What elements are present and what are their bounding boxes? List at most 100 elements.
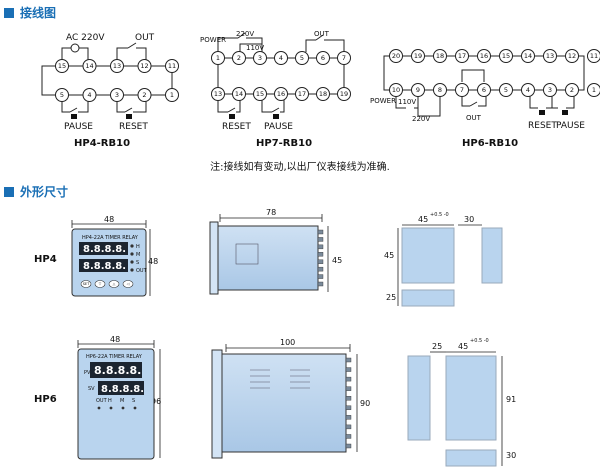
terminal-circle <box>274 87 288 101</box>
terminal-circle <box>411 49 425 63</box>
hp6-out-label: OUT <box>466 114 482 122</box>
hp6-cutout-width-label: 45 <box>458 342 468 351</box>
indicator-label: S <box>136 260 139 266</box>
dimensions-section-title: 外形尺寸 <box>20 185 69 199</box>
hp6-cutout-height-label: 91 <box>506 395 516 404</box>
terminal-number: 2 <box>570 86 574 94</box>
hp4-pv-digits: 8.8.8.8. <box>83 244 126 255</box>
terminal-circle <box>82 59 97 73</box>
indicator-label: OUT <box>136 268 148 274</box>
terminal-number: 13 <box>214 90 222 98</box>
hp4-pause-label: PAUSE <box>64 122 93 132</box>
hp4-model-caption: HP4-RB10 <box>74 138 130 149</box>
terminal-circle <box>565 49 579 63</box>
hp6-sv-display <box>98 381 144 395</box>
panel-button-label: SET <box>83 282 90 286</box>
panel-button[interactable] <box>80 280 92 288</box>
terminal-circle <box>455 83 469 97</box>
terminal-pin <box>345 443 352 449</box>
hp4-wires <box>61 42 147 113</box>
hp4-side-length-label: 78 <box>266 208 276 217</box>
hp6-pv-digits: 8.8.8.8. <box>94 364 141 377</box>
terminal-number: 6 <box>321 54 325 62</box>
terminal-circle <box>477 49 491 63</box>
hp4-reset-label: RESET <box>119 122 148 132</box>
terminal-number: 3 <box>258 54 262 62</box>
terminal-pin <box>345 386 352 391</box>
hp4-row-label: HP4 <box>34 254 57 265</box>
terminal-circle <box>253 87 267 101</box>
terminal-pin <box>345 405 352 410</box>
terminal-number: 1 <box>170 91 174 99</box>
hp6-cutout-tol-label: +0.5 -0 <box>470 338 489 344</box>
wiring-note: 注:接线如有变动,以出厂仪表接线为准确. <box>210 162 390 173</box>
reset-switch-icon <box>539 110 545 115</box>
hp6-cutout-dims <box>430 351 503 466</box>
terminal-number: 6 <box>482 86 486 94</box>
terminal-circle <box>499 49 513 63</box>
hp6-panel-title: HP6-22A TIMER RELAY <box>86 354 143 360</box>
terminal-number: 19 <box>414 52 422 60</box>
terminal-circle <box>565 83 579 97</box>
terminal-circle <box>337 87 351 101</box>
pause-switch-icon <box>273 114 279 119</box>
terminal-circle <box>295 51 309 65</box>
terminal-number: 11 <box>590 52 598 60</box>
hp4-supply-label: AC 220V <box>66 33 105 43</box>
terminal-number: 20 <box>392 52 400 60</box>
hp7-reset-label: RESET <box>222 122 251 132</box>
hp6-sv-label: SV <box>88 386 95 392</box>
terminal-pin <box>345 415 352 420</box>
panel-button[interactable] <box>108 280 120 288</box>
terminal-circle <box>137 59 152 73</box>
hp6-pv-display <box>90 362 142 378</box>
hp6-cutout-below <box>445 449 497 467</box>
terminal-number: 10 <box>392 86 400 94</box>
terminal-number: 19 <box>340 90 348 98</box>
terminal-number: 2 <box>142 91 146 99</box>
panel-button-label: ◁ <box>127 282 130 286</box>
hp6-front-dimension <box>77 340 161 458</box>
terminal-number: 18 <box>436 52 444 60</box>
hp4-out-label: OUT <box>135 33 155 43</box>
terminal-pin <box>345 424 352 430</box>
hp6-110v-label: 110V <box>398 98 416 106</box>
terminal-number: 7 <box>460 86 464 94</box>
hp6-side-height-label: 90 <box>360 399 370 408</box>
terminal-number: 14 <box>524 52 532 60</box>
hp4-sv-display <box>79 259 128 272</box>
reset-switch-icon <box>126 114 132 119</box>
terminal-circle <box>232 51 246 65</box>
wiring-section-title: 接线图 <box>20 6 57 20</box>
hp6-row-label: HP6 <box>34 394 57 405</box>
dimensions-section-header: 外形尺寸 <box>4 183 68 200</box>
status-led-icon <box>97 406 101 410</box>
hp4-cutout-adjacent <box>481 227 503 284</box>
terminal-number: 5 <box>300 54 304 62</box>
terminal-circle <box>165 59 179 73</box>
terminal-number: 4 <box>526 86 530 94</box>
terminal-circle <box>521 83 535 97</box>
terminal-circle <box>295 87 309 101</box>
panel-button[interactable] <box>94 280 106 288</box>
terminal-number: 17 <box>298 90 306 98</box>
terminal-circle <box>82 88 97 102</box>
hp4-buttons: SET▽△◁ <box>80 280 134 288</box>
terminal-pin <box>317 237 324 242</box>
terminal-number: 15 <box>256 90 264 98</box>
hp4-front-dimension <box>71 220 151 296</box>
terminal-number: 3 <box>548 86 552 94</box>
terminal-number: 5 <box>60 91 64 99</box>
terminal-circle <box>274 51 288 65</box>
terminal-number: 9 <box>416 86 420 94</box>
reset-switch-icon <box>229 114 235 119</box>
hp6-vent-slots <box>250 369 310 389</box>
status-label: M <box>120 398 124 404</box>
panel-button[interactable] <box>122 280 134 288</box>
terminal-pin <box>317 266 324 272</box>
hp4-front-height-label: 48 <box>148 257 158 266</box>
